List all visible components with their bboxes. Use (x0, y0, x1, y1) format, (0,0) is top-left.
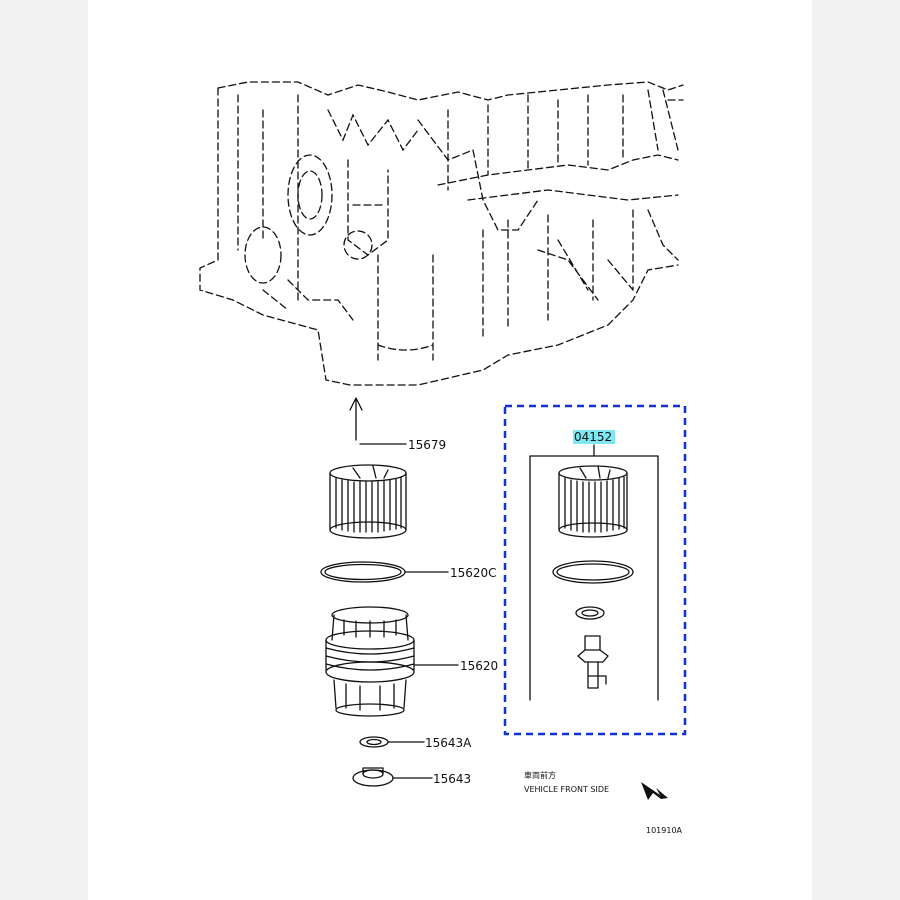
parts-diagram: 15679 15620C 15620 15643A (199, 81, 687, 835)
kit-small-ring-drawing (575, 606, 605, 620)
label-15679: 15679 (408, 438, 446, 452)
front-arrow-icon (641, 782, 668, 800)
parts-diagram-page: 15679 15620C 15620 15643A (88, 0, 812, 900)
note-line1: 車両前方 (524, 770, 556, 780)
small-ring-drawing (359, 736, 389, 748)
label-15620: 15620 (460, 659, 498, 673)
filter-cap-drawing (325, 606, 415, 717)
label-04152: 04152 (574, 430, 612, 444)
kit-drain-plug-drawing (577, 635, 609, 689)
kit-filter-element-drawing (558, 465, 628, 538)
label-15620C: 15620C (450, 566, 497, 580)
label-15643A: 15643A (425, 736, 472, 750)
note-line2: VEHICLE FRONT SIDE (524, 785, 609, 794)
o-ring-drawing (320, 561, 406, 583)
oil-filter-element-drawing (329, 464, 407, 539)
label-15643: 15643 (433, 772, 471, 786)
drain-plug-drawing (352, 767, 394, 787)
kit-highlight (573, 430, 615, 444)
kit-callout-box (503, 404, 687, 736)
kit-bracket (529, 444, 659, 701)
engine-block-drawing (199, 81, 684, 441)
diagram-code: 101910A (646, 826, 683, 835)
kit-o-ring-drawing (552, 560, 634, 584)
